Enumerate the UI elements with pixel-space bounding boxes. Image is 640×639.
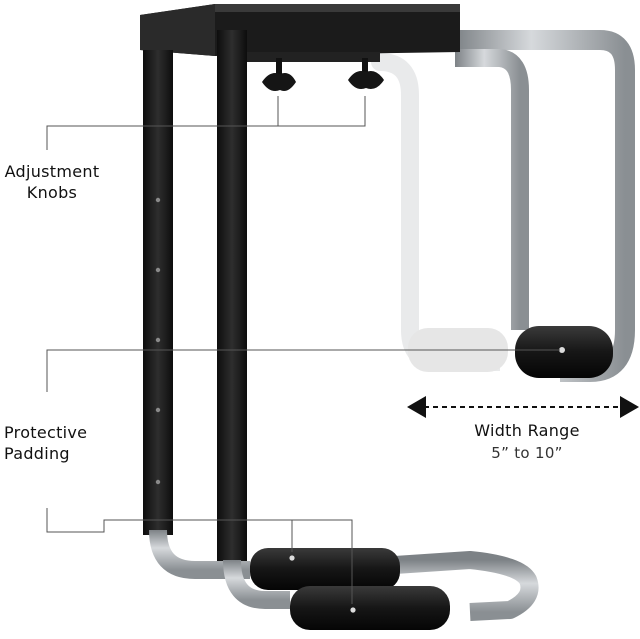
adjustment-knobs-label: Adjustment Knobs [2, 161, 102, 203]
ghost-arm [371, 53, 508, 372]
bottom-padding-back [250, 548, 400, 590]
steel-arm-back [455, 30, 635, 382]
bottom-padding-front [290, 586, 450, 630]
black-pole-front [217, 30, 247, 565]
right-padding [515, 326, 613, 378]
width-range-arrow [407, 396, 639, 418]
arrow-right-icon [620, 396, 639, 418]
protective-label-line2: Padding [4, 444, 70, 463]
black-pole-back [143, 50, 173, 535]
protective-padding-label: Protective Padding [4, 422, 114, 464]
adjustment-label-line2: Knobs [26, 183, 78, 202]
adjustment-knob-left [262, 58, 296, 91]
width-range-title: Width Range [474, 421, 580, 440]
arrow-left-icon [407, 396, 426, 418]
callout-padding [46, 349, 560, 604]
padding-screw-icon [559, 347, 565, 353]
protective-label-line1: Protective [4, 423, 88, 442]
callout-adjustment [46, 96, 366, 150]
adjustment-label-line1: Adjustment [4, 162, 100, 181]
top-bracket [140, 4, 460, 62]
adjustment-knob-right [348, 58, 384, 89]
width-range-value: 5” to 10” [491, 444, 563, 462]
